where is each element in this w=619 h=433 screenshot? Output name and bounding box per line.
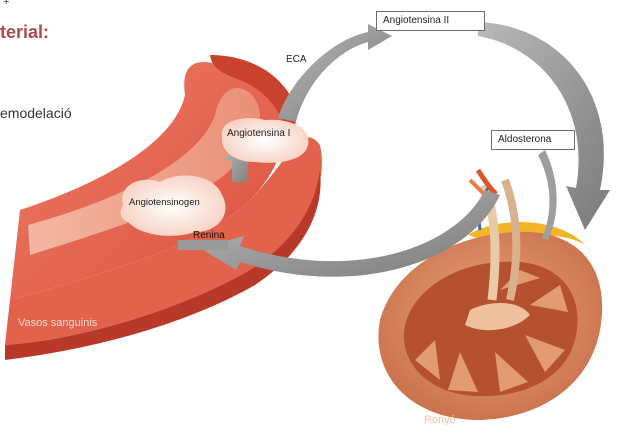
label-ronyo: Ronyó [424, 414, 456, 426]
label-angiotensina-i: Angiotensina I [227, 128, 290, 139]
label-aldosterona: Aldosterona [491, 130, 575, 150]
label-eca: ECA [286, 54, 307, 65]
section-heading: terial: [0, 22, 49, 43]
label-angiotensina-ii: Angiotensina II [376, 11, 485, 31]
label-renina: Renina [193, 230, 225, 241]
plus-mark: + [3, 0, 9, 8]
label-vasos-sanguinis: Vasos sanguinis [18, 317, 97, 329]
side-text-fragment: emodelació [0, 105, 72, 121]
label-angiotensinogen: Angiotensinogen [129, 197, 200, 208]
